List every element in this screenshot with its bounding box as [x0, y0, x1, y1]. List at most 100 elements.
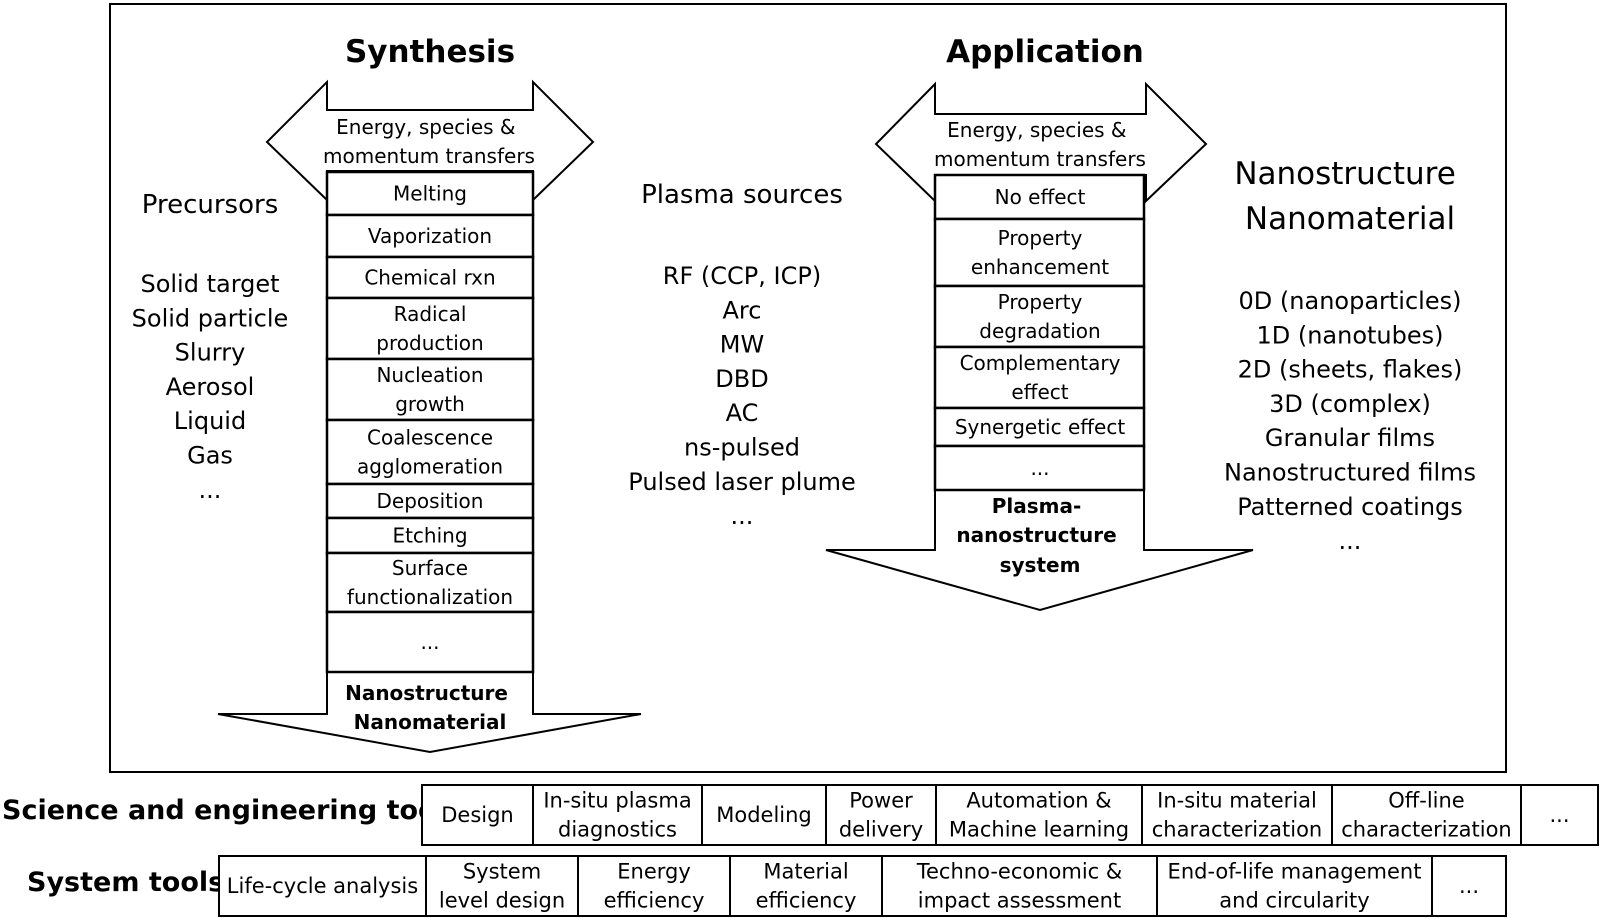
application-effect-no-effect: No effect	[995, 185, 1086, 209]
science-tool-box-in-situ-material-characterization	[1141, 784, 1333, 846]
application-title: Application	[946, 34, 1144, 70]
main-frame	[109, 3, 1507, 773]
system-tools-label: System tools:	[27, 867, 235, 898]
plasma-source-item-more: ...	[731, 502, 754, 530]
science-tool-more-line: ...	[1549, 803, 1569, 827]
synthesis-step-box-melting	[325, 170, 535, 217]
science-tool-power-delivery: Power delivery	[839, 789, 923, 842]
plasma-source-item-dbd: DBD	[715, 365, 768, 393]
application-effect-synergetic-effect-line: Synergetic effect	[955, 415, 1126, 439]
synthesis-step-coalescence-agglomeration-line: agglomeration	[357, 455, 503, 479]
nanostructure-item-3d-complex: 3D (complex)	[1269, 390, 1431, 418]
precursor-item-more: ...	[199, 476, 222, 504]
science-tools-label: Science and engineering tools:	[2, 795, 473, 826]
synthesis-step-radical-production-line: Radical	[394, 302, 467, 326]
application-effect-property-enhancement-line: Property	[998, 226, 1083, 250]
application-effect-complementary-effect-line: effect	[1011, 380, 1068, 404]
application-effect-more-line: ...	[1030, 456, 1049, 480]
synthesis-step-etching-line: Etching	[392, 524, 467, 548]
system-tools-row: Life-cycle analysis System level design Ene…	[218, 855, 1507, 917]
synthesis-transfer-line-2: momentum transfers	[323, 144, 535, 168]
application-effect-synergetic-effect: Synergetic effect	[955, 415, 1126, 439]
system-tool-more: ...	[1459, 874, 1479, 898]
application-effect-more: ...	[1030, 456, 1049, 480]
science-tool-power-delivery-line: Power	[849, 789, 913, 813]
science-tool-in-situ-plasma-diagnostics-line: In-situ plasma	[543, 789, 691, 813]
application-output-label: Plasma- nanostructure system	[956, 494, 1123, 577]
science-tool-box-modeling	[701, 784, 827, 846]
application-effect-property-degradation-line: Property	[998, 290, 1083, 314]
science-tool-power-delivery-line: delivery	[839, 818, 923, 842]
system-tool-system-level-design: System level design	[439, 860, 565, 913]
synthesis-step-box-chemical-rxn	[325, 255, 535, 300]
application-effect-box-complementary-effect	[933, 345, 1146, 410]
application-effect-complementary-effect: Complementary effect	[960, 351, 1121, 404]
nanostructure-item-patterned-coatings: Patterned coatings	[1237, 493, 1463, 521]
synthesis-step-box-vaporization	[325, 213, 535, 259]
nanostructure-item-granular-films: Granular films	[1265, 424, 1435, 452]
application-transfer-label: Energy, species & momentum transfers	[934, 118, 1146, 171]
science-tool-modeling-line: Modeling	[716, 803, 812, 827]
science-tool-modeling: Modeling	[716, 803, 812, 827]
application-effect-box-property-enhancement	[933, 217, 1146, 288]
synthesis-step-coalescence-agglomeration-line: Coalescence	[367, 426, 493, 450]
science-tool-automation-machine-learning: Automation &Machine learning	[949, 789, 1129, 842]
application-effect-box-property-degradation	[933, 284, 1146, 349]
synthesis-step-nucleation-growth-line: growth	[395, 392, 465, 416]
system-tool-life-cycle-analysis: Life-cycle analysis	[227, 874, 418, 898]
precursor-item-liquid: Liquid	[174, 407, 246, 435]
synthesis-step-deposition-line: Deposition	[377, 489, 484, 513]
synthesis-step-vaporization: Vaporization	[368, 224, 492, 248]
system-tool-end-of-life-management-and-circularity-line: End-of-life management	[1168, 860, 1422, 884]
science-tool-box-power-delivery	[825, 784, 937, 846]
nanostructure-item-2d-sheets-flakes: 2D (sheets, flakes)	[1238, 356, 1463, 384]
nanostructure-list: 0D (nanoparticles)1D (nanotubes)2D (shee…	[1224, 287, 1476, 555]
application-output-arrow	[825, 489, 1254, 612]
synthesis-step-box-deposition	[325, 482, 535, 520]
application-transfer-arrow	[874, 81, 1208, 204]
synthesis-output-arrow	[217, 671, 642, 754]
plasma-source-item-ns-pulsed: ns-pulsed	[684, 434, 800, 462]
science-tool-box-off-line-characterization	[1331, 784, 1522, 846]
synthesis-output-line-2: Nanomaterial	[354, 710, 507, 734]
system-tool-box-energy-efficiency	[577, 855, 731, 917]
application-effect-property-enhancement-line: enhancement	[971, 255, 1109, 279]
system-tool-life-cycle-analysis-line: Life-cycle analysis	[227, 874, 418, 898]
synthesis-title: Synthesis	[345, 34, 515, 70]
synthesis-step-etching: Etching	[392, 524, 467, 548]
science-tool-off-line-characterization-line: characterization	[1341, 818, 1512, 842]
synthesis-step-box-nucleation-growth	[325, 357, 535, 422]
synthesis-step-box-surface-functionalization	[325, 551, 535, 614]
synthesis-step-surface-functionalization-line: Surface	[392, 556, 468, 580]
application-output-line-1: Plasma-	[992, 494, 1082, 518]
synthesis-step-more-line: ...	[420, 630, 439, 654]
science-tool-box-design	[421, 784, 534, 846]
science-tool-automation-machine-learning-line: Machine learning	[949, 818, 1129, 842]
plasma-source-item-mw: MW	[720, 331, 764, 359]
synthesis-output-label: Nanostructure Nanomaterial	[345, 681, 515, 734]
application-effect-complementary-effect-line: Complementary	[960, 351, 1121, 375]
synthesis-step-box-radical-production	[325, 296, 535, 361]
science-tool-more: ...	[1549, 803, 1569, 827]
synthesis-step-box-etching	[325, 516, 535, 555]
synthesis-step-box-coalescence-agglomeration	[325, 418, 535, 486]
synthesis-transfer-label: Energy, species & momentum transfers	[323, 115, 535, 168]
synthesis-step-vaporization-line: Vaporization	[368, 224, 492, 248]
system-tool-system-level-design-line: System	[463, 860, 541, 884]
system-tool-end-of-life-management-and-circularity-line: and circularity	[1219, 889, 1369, 913]
application-transfer-line-1: Energy, species &	[947, 118, 1126, 142]
system-tool-material-efficiency-line: Material	[763, 860, 848, 884]
application-output-line-2: nanostructure	[956, 523, 1116, 547]
application-effect-no-effect-line: No effect	[995, 185, 1086, 209]
system-tool-box-techno-economic-impact-assessment	[881, 855, 1158, 917]
science-tool-box-in-situ-plasma-diagnostics	[532, 784, 703, 846]
system-tool-system-level-design-line: level design	[439, 889, 565, 913]
synthesis-step-chemical-rxn-line: Chemical rxn	[364, 266, 495, 290]
application-effect-box-more	[933, 444, 1146, 492]
science-tool-in-situ-material-characterization-line: In-situ material	[1157, 789, 1317, 813]
nanostructure-title-line-2: Nanomaterial	[1245, 201, 1455, 237]
